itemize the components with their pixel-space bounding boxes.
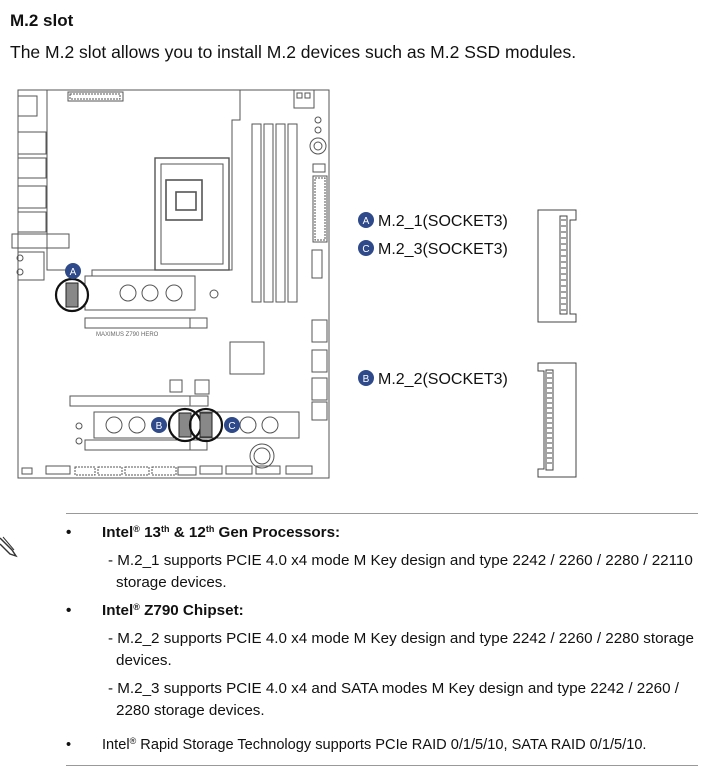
pencil-icon (0, 536, 18, 558)
intro-text: The M.2 slot allows you to install M.2 d… (10, 42, 577, 62)
svg-text:B: B (156, 421, 163, 432)
notes-top-divider (66, 513, 698, 514)
m2-socket-upper-illustration (537, 209, 577, 323)
legend-m2-2: B M.2_2(SOCKET3) (358, 370, 508, 388)
svg-text:M.2_1(SOCKET3): M.2_1(SOCKET3) (378, 213, 508, 230)
m2-2-note: - M.2_2 supports PCIE 4.0 x4 mode M Key … (108, 630, 694, 669)
marker-b-icon: B (151, 417, 167, 433)
svg-text:C: C (228, 421, 235, 432)
svg-text:C: C (362, 244, 369, 255)
chipset-heading: Intel® Z790 Chipset: (66, 600, 698, 622)
rst-note: Intel® Rapid Storage Technology supports… (66, 734, 698, 756)
notes-bottom-divider (66, 765, 698, 766)
m2-3-note: - M.2_3 supports PCIE 4.0 x4 and SATA mo… (108, 680, 679, 719)
m2-1-note: - M.2_1 supports PCIE 4.0 x4 mode M Key … (108, 552, 693, 591)
cpu-heading: Intel® 13th & 12th Gen Processors: (66, 522, 698, 544)
m2-1-slot-highlight (54, 277, 90, 313)
svg-text:M.2_3(SOCKET3): M.2_3(SOCKET3) (378, 241, 508, 258)
page-title: M.2 slot (10, 11, 74, 30)
m2-socket-lower-illustration (537, 362, 577, 478)
svg-text:A: A (70, 267, 77, 278)
legend-m2-3: C M.2_3(SOCKET3) (358, 240, 508, 258)
svg-text:B: B (363, 374, 370, 385)
marker-a-icon: A (65, 263, 81, 279)
m2-3-slot-highlight (188, 407, 224, 443)
marker-c-icon: C (224, 417, 240, 433)
board-model-label: MAXIMUS Z790 HERO (96, 332, 159, 338)
svg-text:A: A (363, 216, 370, 227)
svg-text:M.2_2(SOCKET3): M.2_2(SOCKET3) (378, 371, 508, 388)
legend-m2-1: A M.2_1(SOCKET3) (358, 212, 508, 230)
m2-slot-diagram: MAXIMUS Z790 HERO (11, 89, 577, 479)
notes-section: Intel® 13th & 12th Gen Processors: - M.2… (66, 522, 698, 756)
m2-2-slot-highlight (167, 407, 203, 443)
